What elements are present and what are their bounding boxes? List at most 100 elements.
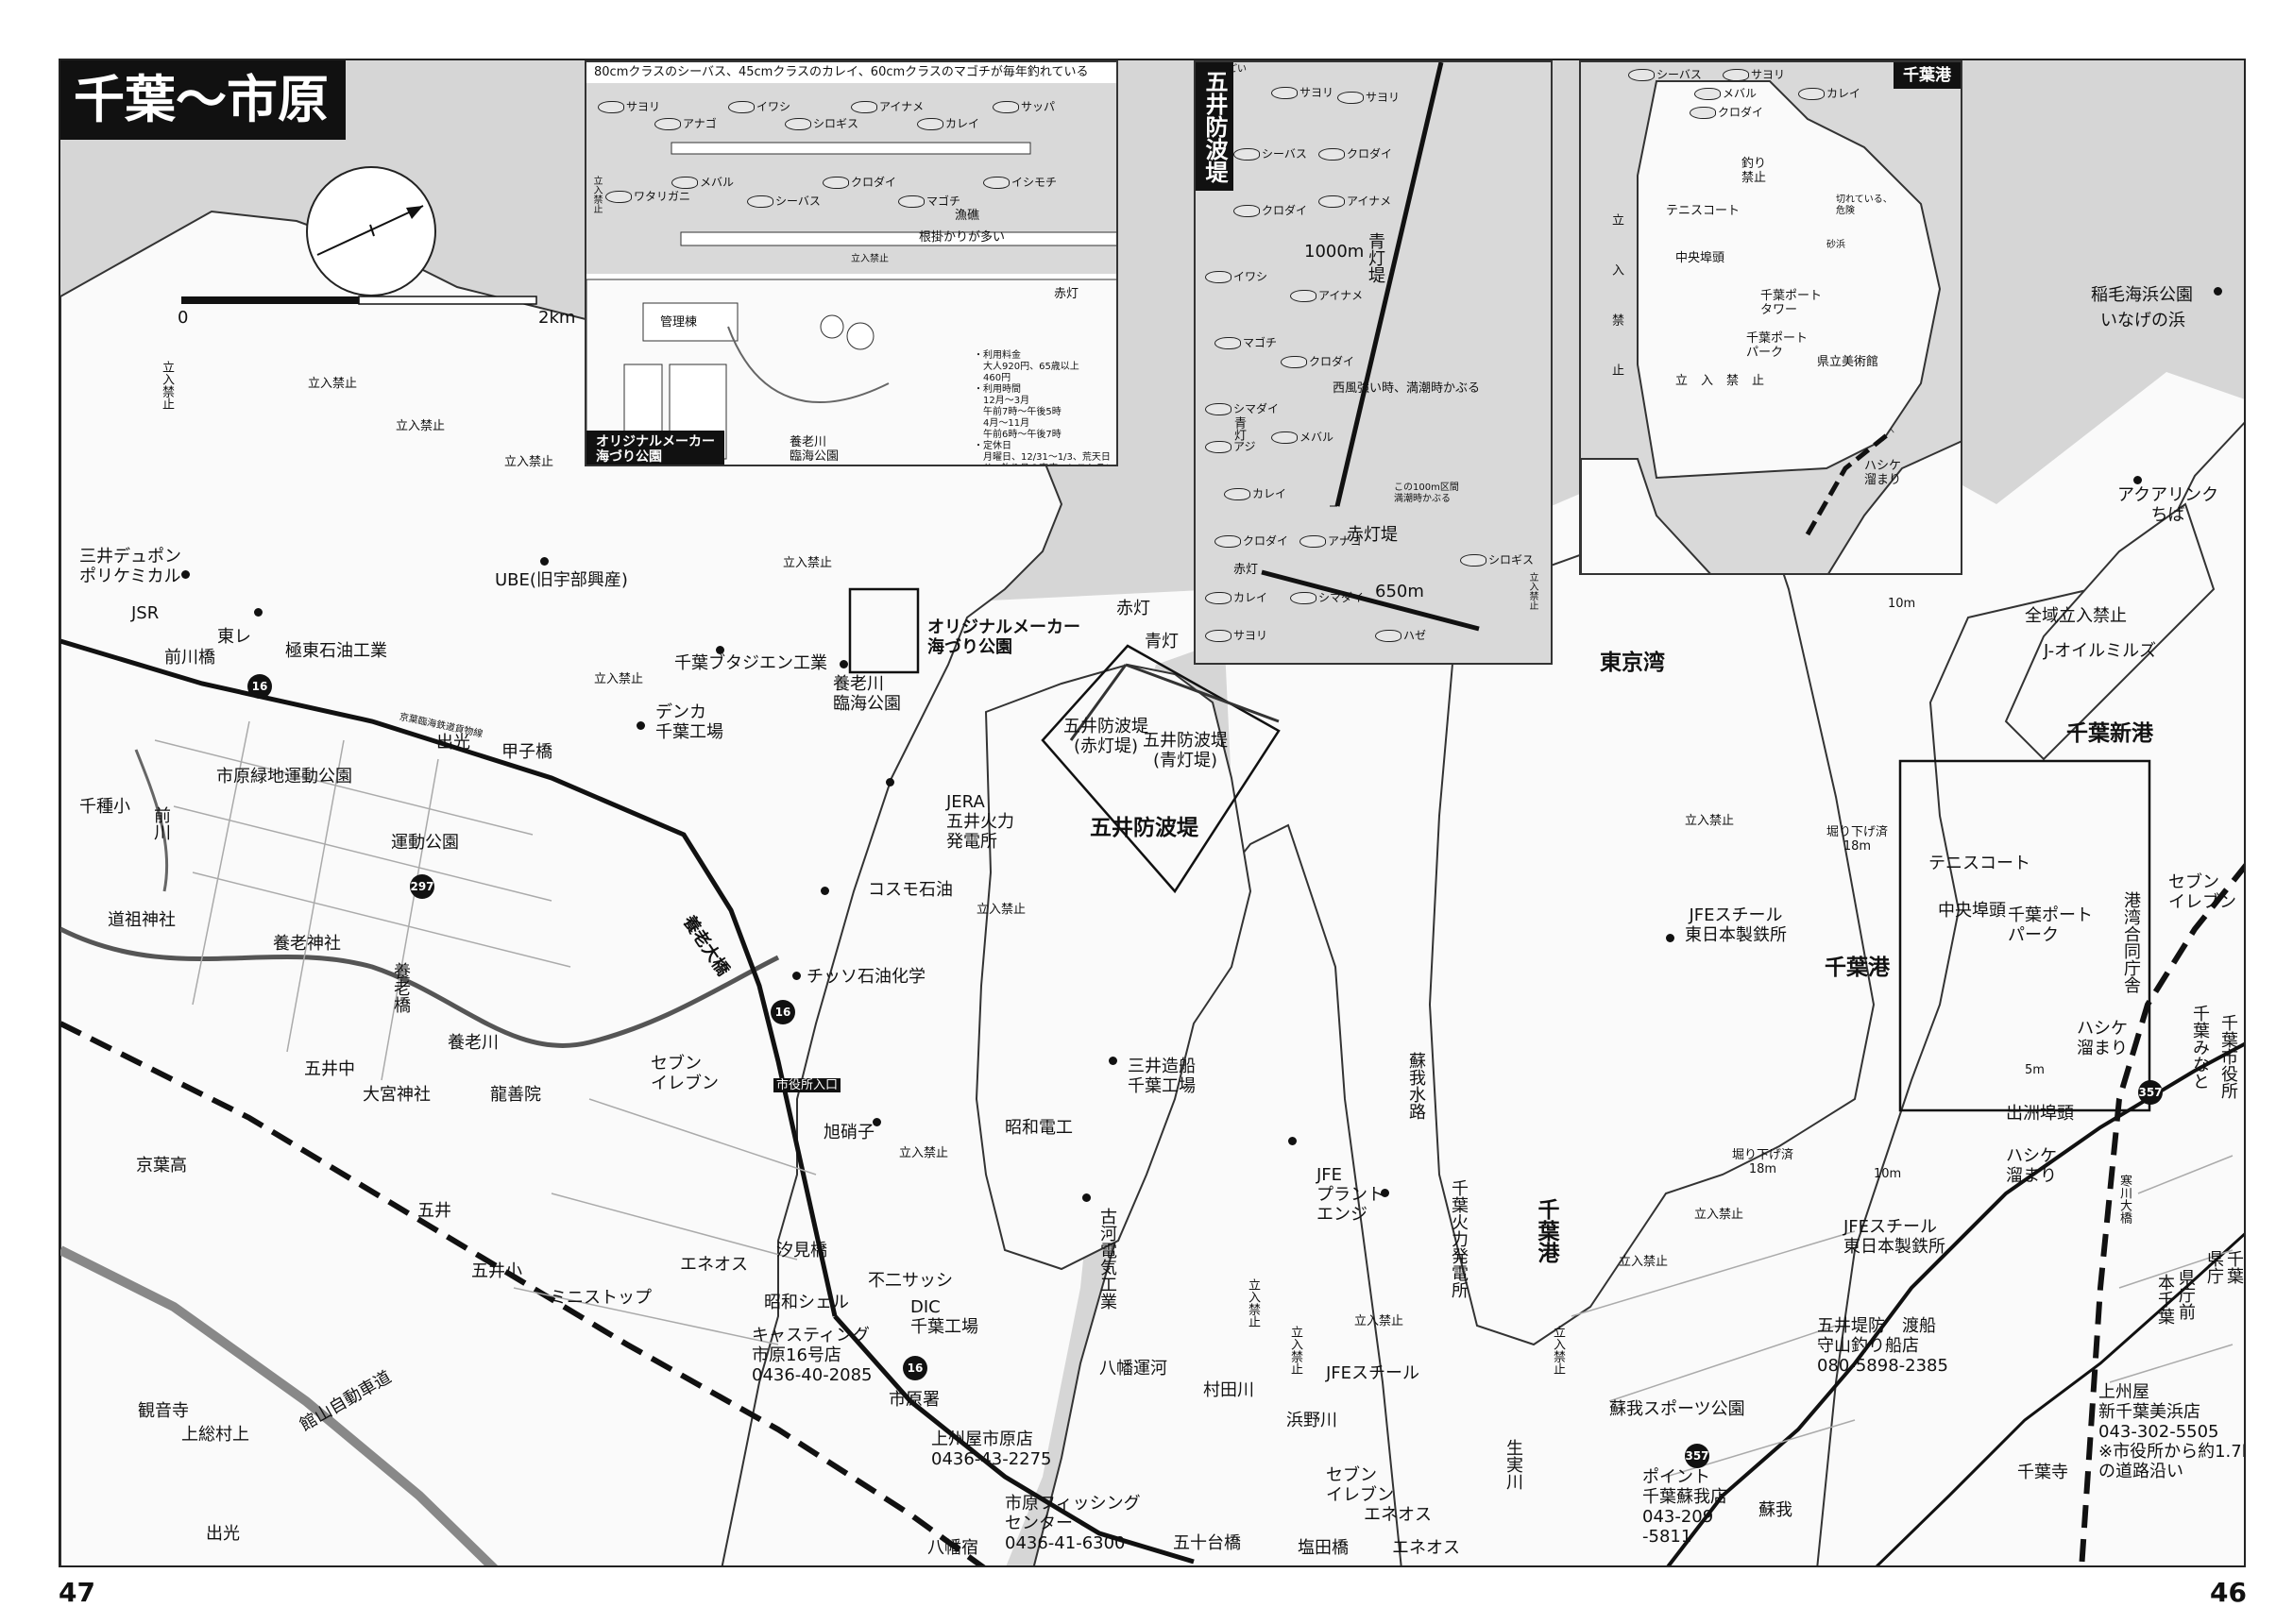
label-seven-2: セブン イレブン [1326, 1465, 1394, 1505]
poi-dot [1381, 1189, 1389, 1197]
inset-chiba-park: 千葉ポート パーク [1746, 331, 1809, 360]
label-chiba-minato: 千葉みなと [2190, 1005, 2210, 1090]
label-goi: 五井 [417, 1201, 451, 1221]
label-chiba-port-v: 千葉港 [1534, 1198, 1558, 1263]
label-joshuya-ichihara: 上州屋市原店 0436-43-2275 [931, 1429, 1052, 1469]
label-dic: DIC 千葉工場 [910, 1297, 978, 1337]
label-j-oil: J-オイルミルズ [2044, 641, 2157, 661]
label-hashike-2: ハシケ 溜まり [2006, 1146, 2057, 1186]
label-shiyakusho: 千葉市役所 [2218, 1014, 2238, 1099]
street-grid [154, 720, 2234, 1478]
label-shiyakusho-iriguchi: 市役所入口 [773, 1078, 841, 1092]
label-chiba-thermal: 千葉火力発電所 [1449, 1179, 1469, 1298]
railway-uchibo [60, 1021, 986, 1565]
label-aotou: 青灯 [1145, 632, 1179, 651]
label-tachiiri-jfe: 立入禁止 [1685, 814, 1735, 828]
label-undo-park: 運動公園 [391, 833, 459, 853]
label-chibaji: 千葉寺 [2017, 1463, 2068, 1482]
inset-original-maker: 80cmクラスのシーバス、45cmクラスのカレイ、60cmクラスのマゴチが毎年釣… [585, 60, 1118, 466]
land-shinko [2004, 502, 2216, 761]
label-point-soga: ポイント 千葉蘇我店 043-209 -5811 [1642, 1467, 1727, 1547]
label-tachiiri-v-2: 立入禁止 [1551, 1326, 1565, 1375]
page-number-right: 46 [2210, 1577, 2247, 1608]
scale-start: 0 [178, 308, 189, 328]
label-ube: UBE(旧宇部興産) [495, 570, 628, 590]
poi-dot [1666, 934, 1674, 942]
label-demizu: 出洲埠頭 [2006, 1104, 2074, 1124]
inset-chiba-tachiiri: 立入禁止 [1675, 374, 1778, 388]
inset-goi-breakwater: 五井防波堤 ごい 1000m 青灯堤 赤灯堤 650m 赤灯 青灯 西風強い時、… [1194, 60, 1553, 665]
label-10m-2: 10m [1874, 1167, 1902, 1181]
poi-dot [1082, 1193, 1091, 1202]
label-tachiiri-jera: 立入禁止 [977, 903, 1027, 917]
inset-chiba-port: 千葉港 シーバス サヨリ メバル カレイ クロダイ 釣り 禁止 テニスコート 切… [1579, 60, 1962, 575]
label-tachiiri-v-4: 立入禁止 [1288, 1326, 1302, 1375]
inset-goi-length-akatou: 650m [1375, 582, 1424, 601]
label-honchiba: 本千葉 [2155, 1274, 2175, 1325]
label-ikusa: 生実川 [1503, 1439, 1523, 1490]
inset-original-park: 養老川 臨海公園 [790, 435, 840, 464]
label-ichihara-ryokuchi: 市原緑地運動公園 [216, 767, 352, 787]
label-denka: デンカ 千葉工場 [655, 702, 723, 742]
label-cosmo: コスモ石油 [868, 880, 953, 900]
page-title: 千葉〜市原 [60, 60, 346, 140]
inset-goi-tag: 五井防波堤 [1196, 62, 1233, 191]
label-eneos-2: エネオス [1364, 1505, 1432, 1525]
label-goi-jh: 五井中 [304, 1059, 355, 1079]
label-tachiiri-top-3: 立入禁止 [504, 455, 554, 469]
label-jera: JERA 五井火力 発電所 [946, 792, 1014, 852]
poi-dot [540, 557, 549, 566]
label-kencho-mae: 県庁前 [2176, 1269, 2196, 1320]
label-tachiiri-v-3: 立入禁止 [1246, 1278, 1260, 1328]
inset-chiba-museum: 県立美術館 [1817, 355, 1879, 369]
label-goi-elem: 五井小 [471, 1261, 522, 1281]
label-aotou-tei: 五井防波堤 (青灯堤) [1143, 731, 1228, 770]
label-yawata-canal: 八幡運河 [1099, 1359, 1167, 1379]
label-akatou: 赤灯 [1116, 599, 1150, 618]
label-isotsu: 五十台橋 [1173, 1533, 1241, 1553]
inset-chiba-sunahama: 砂浜 [1826, 240, 1845, 250]
route-357 [1666, 1041, 2244, 1565]
label-5m: 5m [2025, 1063, 2045, 1077]
label-jfe-steel-3: JFEスチール 東日本製鉄所 [1843, 1217, 1945, 1257]
inset-original-tachiiri-v: 立入禁止 [591, 176, 602, 213]
label-10m-1: 10m [1888, 597, 1916, 611]
label-soga-sports: 蘇我スポーツ公園 [1609, 1399, 1745, 1419]
poi-dot [254, 608, 263, 617]
label-ryuzenin: 龍善院 [490, 1085, 541, 1105]
poi-dot [637, 721, 645, 730]
inset-original-office: 管理棟 [660, 315, 698, 330]
label-jfe-steel-1: JFEスチール [1326, 1363, 1420, 1383]
poi-dot [792, 972, 801, 980]
label-tachiiri-v-1: 立入禁止 [160, 361, 174, 410]
inset-goi-tachiiri: 立入禁止 [1527, 572, 1537, 610]
poi-dot [716, 646, 724, 654]
route-16b [833, 1314, 1195, 1565]
label-chigusa: 千種小 [79, 797, 130, 817]
label-jfe-steel-2: JFEスチール 東日本製鉄所 [1685, 905, 1787, 945]
poi-dot [886, 778, 894, 787]
label-murata: 村田川 [1203, 1380, 1254, 1400]
yoro-river [60, 926, 780, 1049]
inset-chiba-tower: 千葉ポート タワー [1760, 289, 1823, 317]
route-357-shield: 357 [1685, 1444, 1709, 1468]
label-eneos-3: エネオス [1392, 1538, 1460, 1558]
poi-dot [873, 1118, 881, 1126]
poi-dot [1109, 1057, 1117, 1065]
inset-original-negakari: 根掛かりが多い [919, 230, 1006, 245]
poi-dot [2214, 287, 2222, 296]
label-eneos-1: エネオス [680, 1255, 748, 1275]
inset-chiba-tag: 千葉港 [1894, 62, 1961, 89]
inset-chiba-tsuri: 釣り 禁止 [1741, 157, 1767, 185]
label-inage-park: 稲毛海浜公園 [2091, 285, 2193, 305]
inset-chiba-chuo: 中央埠頭 [1675, 251, 1725, 265]
label-idemitsu: 出光 [436, 733, 470, 753]
label-horisage-2: 堀り下げ済 18m [1732, 1148, 1794, 1176]
inset-original-akatou: 赤灯 [1054, 287, 1079, 301]
label-chiba-shinko: 千葉新港 [2066, 721, 2153, 746]
label-chisso: チッソ石油化学 [807, 967, 926, 987]
poi-dot [181, 570, 190, 579]
label-casting: キャスティング 市原16号店 0436-40-2085 [752, 1326, 873, 1385]
inset-original-info: ・利用料金 大人920円、65歳以上 460円 ・利用時間 12月〜3月 午前7… [974, 350, 1116, 465]
label-fuji-sash: 不二サッシ [868, 1271, 953, 1291]
